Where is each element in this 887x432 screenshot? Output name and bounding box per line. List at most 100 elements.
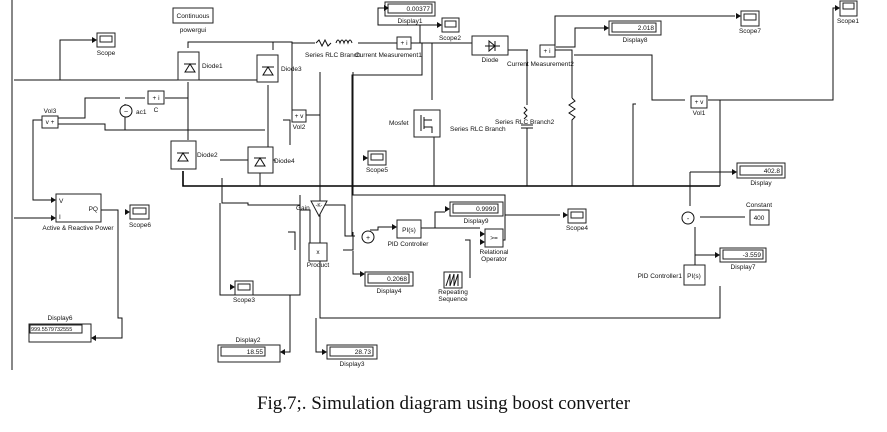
- ac-source-icon: ~: [124, 109, 128, 116]
- product-block[interactable]: x Product: [307, 242, 330, 269]
- current-measurement2[interactable]: + i Current Measurement2: [507, 44, 574, 68]
- display3-label: Display3: [340, 361, 365, 368]
- display4-value: 0.2068: [387, 276, 407, 283]
- wire: [94, 209, 123, 339]
- scope4-block[interactable]: Scope4: [566, 208, 588, 232]
- series-rlc-branch2[interactable]: Series RLC Branch2: [495, 106, 555, 145]
- wire: [370, 226, 395, 231]
- diode-icon: [254, 157, 266, 167]
- pid-controller1-label: PID Controller1: [638, 273, 683, 280]
- relational-operator-label-2: Operator: [481, 256, 507, 263]
- dc-bus-negative: [182, 171, 720, 187]
- scope5-block[interactable]: Scope5: [366, 150, 388, 174]
- sum-block[interactable]: +: [361, 230, 375, 244]
- svg-text:V: V: [59, 198, 64, 205]
- sawtooth-icon: [445, 273, 459, 287]
- scope6-block[interactable]: Scope6: [129, 204, 151, 229]
- pid-controller1-block[interactable]: PI(s) PID Controller1: [638, 264, 706, 286]
- constant-block[interactable]: 400 Constant: [746, 202, 772, 226]
- relational-operator-block[interactable]: >= Relational Operator: [480, 228, 509, 263]
- powergui-block[interactable]: Continuous powergui: [172, 7, 214, 34]
- scope6-label: Scope6: [129, 222, 151, 229]
- scope2-label: Scope2: [439, 35, 461, 42]
- diode1-label: Diode1: [202, 63, 223, 70]
- wire: [319, 72, 721, 319]
- relational-operator-label-1: Relational: [480, 249, 509, 256]
- powergui-label: powergui: [180, 27, 206, 34]
- current-measurement2-label: Current Measurement2: [507, 61, 574, 68]
- active-reactive-power-block[interactable]: V I PQ Active & Reactive Power: [42, 193, 114, 232]
- display7-block[interactable]: -3.559 Display7: [719, 247, 767, 271]
- wire: [433, 135, 573, 186]
- scope7-block[interactable]: Scope7: [739, 10, 761, 35]
- current-measurement1[interactable]: + i Current Measurement1: [355, 36, 422, 59]
- mosfet-block[interactable]: Mosfet: [389, 109, 441, 138]
- wire: [14, 39, 265, 81]
- mosfet-icon: [420, 115, 433, 133]
- vol3-block[interactable]: v + Vol3: [41, 108, 59, 129]
- scope3-label: Scope3: [233, 297, 255, 304]
- ac-source-label: ac1: [136, 109, 147, 116]
- display4-block[interactable]: 0.2068 Display4: [364, 271, 414, 295]
- display-block[interactable]: 402.8 Display: [736, 162, 786, 187]
- wire: [554, 49, 573, 98]
- display9-block[interactable]: 0.9999 Display9: [449, 201, 504, 225]
- ac-voltage-source[interactable]: ~ ac1: [119, 104, 147, 118]
- diode-block[interactable]: Diode: [471, 35, 509, 64]
- error-sum-block[interactable]: -: [681, 211, 695, 225]
- series-rlc-branch1[interactable]: Series RLC Branch: [305, 38, 361, 59]
- display6-block[interactable]: 999.5579732555 Display6: [28, 315, 92, 343]
- display1-block[interactable]: 0.00377 Display1: [384, 1, 436, 25]
- vol3-label: Vol3: [44, 108, 57, 115]
- vol2-block[interactable]: + v Vol2: [291, 109, 307, 131]
- repeating-sequence-label-1: Repeating: [438, 289, 468, 296]
- display7-label: Display7: [731, 264, 756, 271]
- svg-text:I: I: [59, 214, 61, 221]
- display9-label: Display9: [464, 218, 489, 225]
- diode1-block[interactable]: Diode1: [177, 51, 223, 81]
- gain-block[interactable]: -K- Gain: [296, 200, 328, 218]
- display3-block[interactable]: 28.73 Display3: [326, 344, 378, 368]
- diode-label: Diode: [482, 57, 499, 64]
- scope1-block[interactable]: Scope1: [837, 0, 859, 25]
- diode2-label: Diode2: [197, 152, 218, 159]
- display-label: Display: [750, 180, 772, 187]
- repeating-sequence-block[interactable]: Repeating Sequence: [438, 271, 468, 303]
- constant-value: 400: [754, 215, 765, 222]
- vol1-block[interactable]: + v Vol1: [690, 95, 708, 117]
- display2-block[interactable]: 18.55 Display2: [217, 337, 281, 363]
- display6-value: 999.5579732555: [31, 327, 72, 333]
- scope-label: Scope: [97, 50, 116, 57]
- arrowheads: [51, 5, 840, 355]
- pid-controller-label: PID Controller: [388, 241, 430, 248]
- display1-value: 0.00377: [407, 6, 431, 13]
- svg-text:PI(s): PI(s): [687, 273, 701, 280]
- wire: [421, 211, 480, 229]
- diode2-block[interactable]: Diode2: [170, 140, 218, 170]
- product-label: Product: [307, 262, 330, 269]
- scope2-block[interactable]: Scope2: [439, 17, 461, 42]
- svg-text:x: x: [316, 249, 320, 256]
- display8-label: Display8: [623, 37, 648, 44]
- scope-icon: [444, 20, 457, 28]
- wire: [574, 54, 685, 101]
- svg-text:+ i: + i: [400, 40, 407, 47]
- current-measurement-c[interactable]: + i C: [147, 90, 165, 114]
- svg-text:v +: v +: [46, 119, 55, 126]
- display-value: 402.8: [764, 168, 781, 175]
- display9-value: 0.9999: [476, 206, 496, 213]
- pid-controller-block[interactable]: PI(s) PID Controller: [388, 219, 430, 248]
- wire: [220, 159, 276, 162]
- diode3-block[interactable]: Diode3: [256, 54, 302, 83]
- wire: [554, 15, 735, 45]
- display2-value: 18.55: [247, 349, 264, 356]
- display8-block[interactable]: 2.018 Display8: [608, 20, 662, 44]
- signal-wires: [11, 0, 836, 370]
- wire: [320, 204, 355, 237]
- load-resistor[interactable]: [568, 97, 576, 135]
- scope-block[interactable]: Scope: [96, 32, 116, 57]
- diode4-label: Diode4: [274, 158, 295, 165]
- diode4-block[interactable]: Diode4: [247, 146, 295, 174]
- scope3-block[interactable]: Scope3: [233, 280, 255, 304]
- wire: [343, 232, 354, 251]
